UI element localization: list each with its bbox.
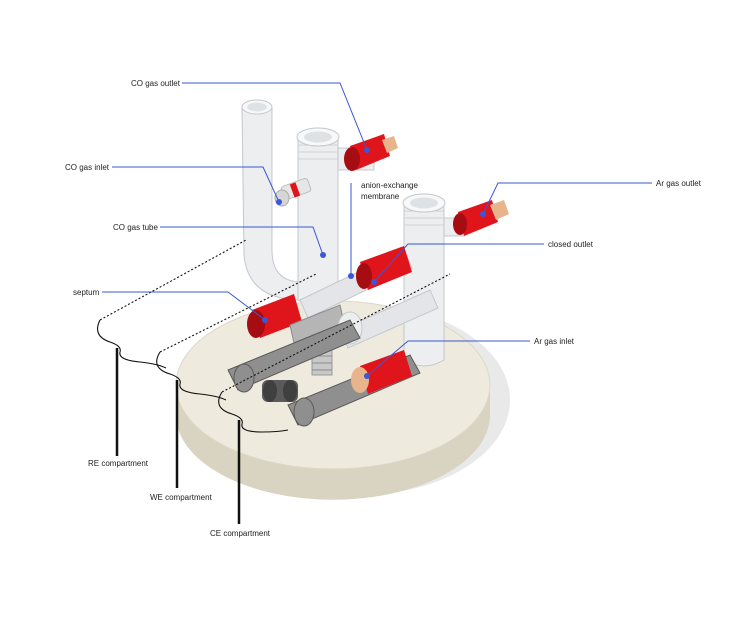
compartment-pointer-lines	[115, 348, 241, 524]
co-gas-inlet-fitting	[274, 177, 312, 207]
label-anion-membrane-line2: membrane	[361, 192, 400, 201]
label-ar-gas-inlet: Ar gas inlet	[534, 337, 575, 346]
leader-dots	[262, 147, 486, 379]
ar-gas-inlet-cap	[351, 350, 412, 394]
label-anion-membrane-line1: anion-exchange	[361, 181, 418, 190]
label-ar-gas-outlet: Ar gas outlet	[656, 179, 702, 188]
co-gas-tube	[241, 99, 303, 301]
label-co-gas-inlet: CO gas inlet	[65, 163, 110, 172]
label-re-compartment: RE compartment	[88, 459, 149, 468]
label-septum: septum	[73, 288, 100, 297]
right-glass-tube	[402, 193, 446, 367]
ar-gas-outlet-cap	[443, 200, 509, 237]
compartment-outlines	[99, 239, 451, 393]
leader-lines	[102, 82, 652, 377]
label-co-gas-tube: CO gas tube	[113, 223, 158, 232]
co-gas-outlet-cap	[337, 134, 398, 171]
label-we-compartment: WE compartment	[150, 493, 213, 502]
label-co-gas-outlet: CO gas outlet	[131, 79, 181, 88]
label-closed-outlet: closed outlet	[548, 240, 594, 249]
central-glass-tube	[296, 127, 340, 307]
label-ce-compartment: CE compartment	[210, 529, 271, 538]
compartment-brackets	[97, 319, 289, 433]
